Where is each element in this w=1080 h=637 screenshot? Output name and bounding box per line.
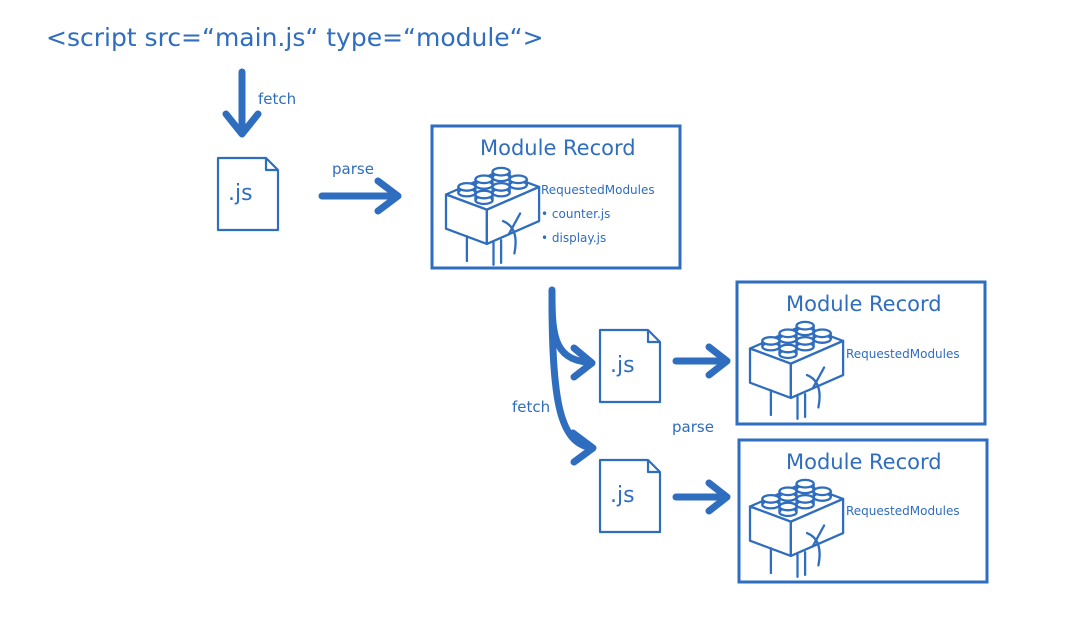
script-tag-text: <script src=“main.js“ type=“module“> (46, 23, 544, 52)
child-2-requested-modules-label: RequestedModules (846, 504, 960, 518)
fetch-label-mid: fetch (512, 398, 550, 416)
child-2-module-record: Module Record RequestedModules (737, 438, 989, 584)
child-1-module-record-title: Module Record (786, 292, 942, 316)
main-requested-modules-label: RequestedModules (541, 183, 655, 197)
child-2-js-file-label: .js (610, 483, 635, 508)
child-1-js-file-label: .js (610, 353, 635, 378)
fetch-arrow-branch (548, 286, 597, 466)
parse-label-mid: parse (672, 418, 714, 436)
main-js-file-label: .js (228, 181, 253, 206)
parse-arrow-top (318, 177, 402, 215)
child-2-module-record-title: Module Record (786, 450, 942, 474)
parse-label-top: parse (332, 160, 374, 178)
main-module-record-title: Module Record (480, 136, 636, 160)
main-requested-item-display: • display.js (541, 231, 606, 245)
child-1-module-record: Module Record RequestedModules (735, 280, 987, 426)
child-1-requested-modules-label: RequestedModules (846, 347, 960, 361)
fetch-arrow-top (222, 68, 262, 138)
parse-arrow-child-2 (672, 479, 731, 515)
main-module-record: Module Record RequestedModules • counter… (430, 124, 682, 270)
parse-arrow-child-1 (672, 343, 731, 379)
main-requested-item-counter: • counter.js (541, 207, 610, 221)
fetch-label-top: fetch (258, 90, 296, 108)
